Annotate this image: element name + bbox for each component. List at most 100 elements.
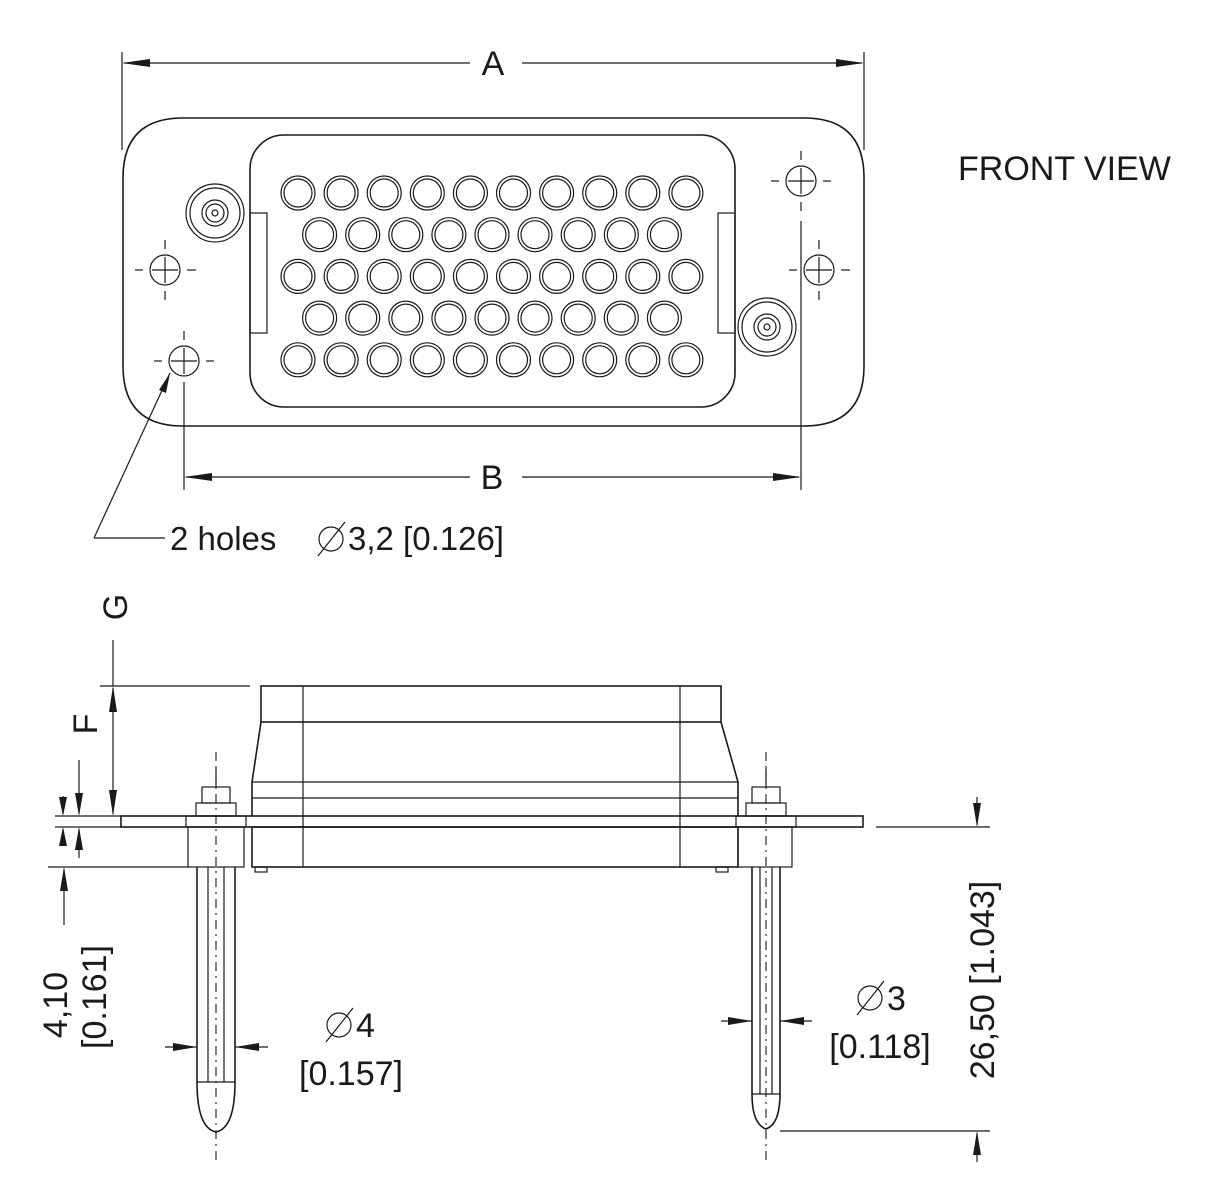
contact-cavity [388, 217, 424, 253]
contact-cavity-inner [348, 220, 378, 250]
contact-cavity [495, 175, 532, 211]
pin3-in: [0.118] [829, 1028, 930, 1066]
contact-cavity [366, 342, 402, 378]
contact-cavity-inner [628, 345, 658, 375]
contact-cavity-inner [628, 261, 658, 291]
contact-cavity-inner [455, 178, 485, 208]
contact-cavity [345, 217, 381, 253]
contact-cavity-inner [606, 303, 636, 333]
contact-cavity-inner [671, 261, 701, 291]
contact-cavity-inner [498, 345, 529, 375]
contact-cavity [345, 300, 381, 336]
dimension-2650 [780, 797, 990, 1162]
contact-cavity-inner [477, 220, 507, 250]
contact-cavity [646, 300, 683, 336]
contact-cavity-inner [649, 220, 680, 250]
contact-cavity [366, 258, 402, 294]
jack-screw-right [737, 297, 797, 357]
contact-cavity-inner [283, 178, 313, 208]
contact-cavity-inner [434, 303, 464, 333]
front-view: A B 2 holes 3,2 [0.126] FRONT VIEW [93, 45, 1171, 557]
view-title: FRONT VIEW [958, 150, 1171, 188]
contact-cavity [409, 342, 445, 378]
contact-cavity-inner [412, 345, 442, 375]
contact-cavity-inner [671, 178, 701, 208]
contact-cavity [603, 217, 639, 253]
contact-cavity-inner [305, 303, 335, 333]
contact-cavity-inner [606, 220, 636, 250]
dimension-410 [48, 866, 188, 925]
contact-cavity [280, 258, 316, 294]
contact-cavity-inner [498, 178, 529, 208]
contact-cavity [388, 300, 424, 336]
contact-cavity [538, 342, 575, 378]
contact-cavity-inner [498, 261, 529, 291]
contact-cavity-inner [412, 261, 442, 291]
contact-cavity-inner [391, 303, 421, 333]
flange-plate [120, 815, 864, 828]
contact-cavity [495, 258, 532, 294]
contact-cavity [560, 300, 596, 336]
contact-cavity [366, 175, 402, 211]
contact-cavity [560, 217, 596, 253]
dimension-g [55, 760, 121, 858]
contact-cavity-inner [477, 303, 507, 333]
dimension-a [121, 52, 865, 150]
contact-cavity [668, 342, 704, 378]
pin-left [185, 752, 247, 1160]
contact-cavity-inner [369, 178, 399, 208]
pin4-in: [0.157] [299, 1055, 403, 1093]
contact-cavity [646, 217, 683, 253]
contact-cavity-inner [412, 178, 442, 208]
contact-cavity [280, 342, 316, 378]
contact-cavity-inner [305, 220, 335, 250]
pin4-mm: 4 [356, 1007, 375, 1045]
contact-cavity [452, 258, 488, 294]
contact-cavity-inner [585, 261, 615, 291]
dimension-f [100, 640, 250, 816]
mounting-hole-left-upper [135, 240, 196, 300]
contact-cavity-inner [348, 303, 378, 333]
contact-cavity-inner [326, 261, 356, 291]
contact-cavity-inner [671, 345, 701, 375]
dimension-g-label: G [97, 594, 135, 620]
contact-cavity [474, 217, 510, 253]
contact-cavity [582, 258, 618, 294]
contact-cavity-inner [541, 261, 572, 291]
contact-cavity [625, 258, 661, 294]
contact-cavity-inner [434, 220, 464, 250]
contact-cavity-inner [585, 345, 615, 375]
contact-cavity-inner [326, 178, 356, 208]
mounting-hole-left-lower [154, 331, 214, 377]
shell-upper [260, 685, 722, 723]
contact-cavity-inner [391, 220, 421, 250]
shell-body [251, 721, 739, 816]
contact-cavity-inner [585, 178, 615, 208]
contact-cavity [409, 258, 445, 294]
dimension-2650-label: 26,50 [1.043] [964, 881, 1002, 1080]
latch-slot-right [717, 212, 736, 334]
shell-lower [251, 826, 739, 868]
dimension-410-mm: 4,10 [37, 972, 75, 1038]
dimension-pin-4 [165, 1007, 354, 1051]
contact-cavity [323, 258, 359, 294]
contact-cavity [409, 175, 445, 211]
contact-cavity-inner [369, 345, 399, 375]
holes-note: 2 holes [170, 520, 276, 557]
contact-cavity-inner [541, 178, 572, 208]
contact-cavity-inner [649, 303, 680, 333]
contact-cavity [625, 175, 661, 211]
dimension-a-label: A [482, 45, 505, 83]
contact-cavity [280, 175, 316, 211]
contact-cavity [517, 217, 553, 253]
contact-grid [280, 175, 704, 378]
contact-cavity [302, 300, 338, 336]
contact-cavity-inner [283, 345, 313, 375]
dimension-f-label: F [67, 714, 105, 735]
contact-cavity-inner [563, 220, 593, 250]
contact-cavity [538, 175, 575, 211]
contact-cavity [538, 258, 575, 294]
holes-diameter: 3,2 [0.126] [348, 520, 504, 557]
contact-cavity [452, 342, 488, 378]
contact-cavity [603, 300, 639, 336]
